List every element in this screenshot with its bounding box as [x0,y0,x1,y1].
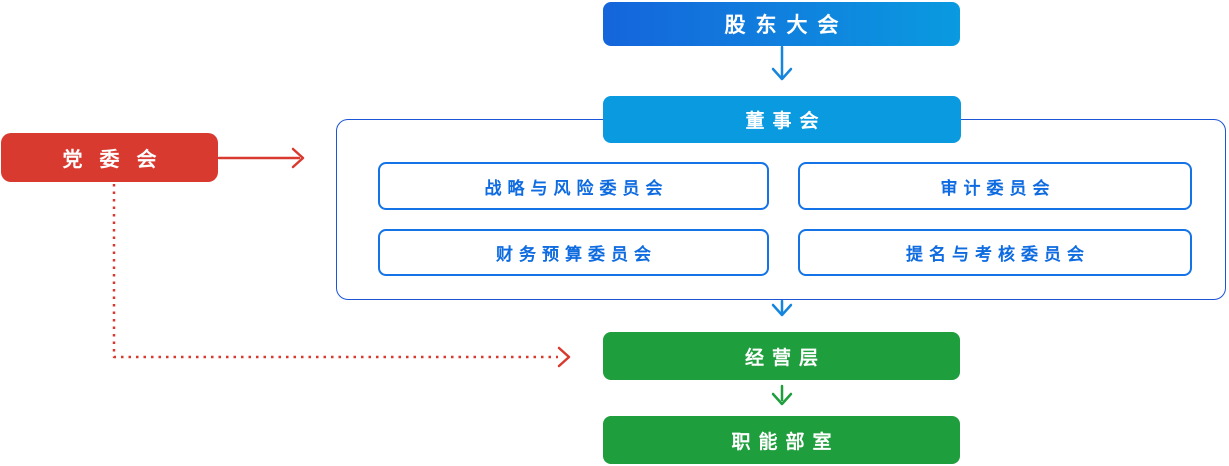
node-management-level: 经营层 [603,332,960,380]
node-label: 股东大会 [724,14,849,37]
node-nomination-assessment-committee: 提名与考核委员会 [798,229,1192,276]
node-financial-budget-committee: 财务预算委员会 [378,229,769,276]
node-label: 董事会 [745,111,827,132]
node-label: 提名与考核委员会 [906,245,1090,264]
node-label: 经营层 [744,347,826,369]
node-shareholders-meeting: 股东大会 [603,2,960,46]
node-party-committee: 党委会 [1,133,218,182]
node-strategy-risk-committee: 战略与风险委员会 [378,162,769,210]
node-functional-departments: 职能部室 [603,416,960,464]
node-board-of-directors: 董事会 [603,96,961,143]
arrow-right-party-to-board-icon [217,147,305,169]
node-label: 战略与风险委员会 [484,178,669,198]
arrow-down-board-to-management-icon [771,299,793,317]
node-label: 职能部室 [731,431,840,453]
arrow-down-shareholders-to-board-icon [771,45,793,81]
arrow-down-management-to-departments-icon [771,384,793,406]
node-label: 财务预算委员会 [496,245,657,264]
node-audit-committee: 审计委员会 [798,162,1192,210]
node-label: 党委会 [62,149,174,171]
node-label: 审计委员会 [940,178,1056,198]
